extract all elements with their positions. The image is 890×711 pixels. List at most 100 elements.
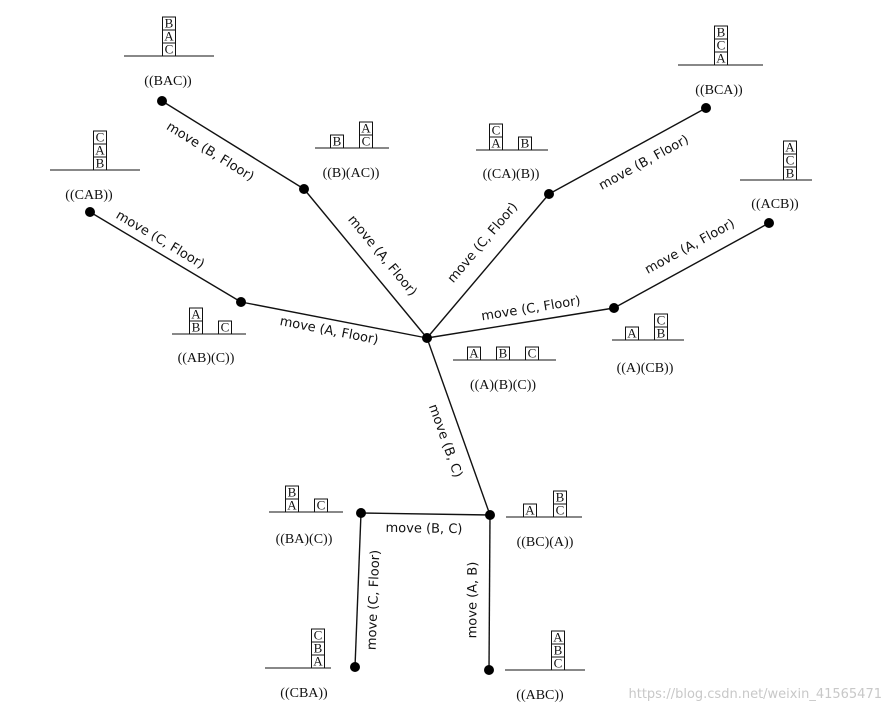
block-B: B [551,643,565,658]
block-C: C [654,313,668,328]
edge-cba [354,512,362,668]
block-letter: B [333,134,342,149]
block-letter: B [192,320,201,335]
state-node-dot [299,184,309,194]
state-label: ((CAB)) [65,188,113,203]
block-letter: C [314,628,323,643]
block-letter: A [785,140,795,155]
block-C: C [489,123,503,138]
state-node-dot [701,103,711,113]
state-label: ((BAC)) [144,74,192,89]
edge-abc [488,514,491,671]
state-abc: CBA ((ABC)) [505,630,585,703]
block-A: A [551,630,565,645]
watermark-text: https://blog.csdn.net/weixin_41565471 [628,687,882,702]
state-node-dot [356,508,366,518]
edge-cab [89,211,242,303]
edge-acb [613,222,770,309]
state-label: ((ABC)) [516,688,564,703]
state-node-dot [236,297,246,307]
state-label: ((A)(CB)) [617,361,674,376]
block-letter: A [164,29,174,44]
state-node-dot [609,303,619,313]
block-letter: B [554,643,563,658]
state-ca_b: ACB((CA)(B)) [476,123,548,182]
block-letter: C [362,134,371,149]
block-A: A [311,654,325,669]
block-C: C [314,498,328,513]
block-C: C [553,503,567,518]
edge-label: move (A, Floor) [344,213,419,300]
block-letter: A [716,51,726,66]
block-letter: B [786,166,795,181]
block-A: A [285,498,299,513]
state-cba: ABC((CBA)) [265,628,331,701]
block-letter: C [554,656,563,671]
block-B: B [189,320,203,335]
block-A: A [189,307,203,322]
block-letter: B [314,641,323,656]
block-A: A [625,326,639,341]
state-label: ((BCA)) [695,83,743,98]
block-letter: A [361,121,371,136]
block-A: A [93,143,107,158]
edge-label: move (C, Floor) [113,208,207,272]
state-label: ((ACB)) [751,197,799,212]
edge-b_ac [303,188,428,339]
state-bca: ACB ((BCA)) [678,25,763,98]
block-letter: A [553,630,563,645]
block-B: B [330,134,344,149]
block-B: B [162,16,176,31]
block-letter: C [165,42,174,57]
edge-ba_c [360,512,491,516]
block-letter: C [786,153,795,168]
block-letter: C [492,123,501,138]
state-bac: CAB ((BAC)) [124,16,214,89]
block-A: A [714,51,728,66]
block-C: C [714,38,728,53]
block-letter: B [96,156,105,171]
state-node-dot [422,333,432,343]
edge-bca [548,107,707,195]
edge-label: move (A, Floor) [642,216,737,277]
block-letter: B [521,136,530,151]
block-letter: A [469,346,479,361]
edges-layer: move (B, Floor)move (A, Floor)move (C, F… [89,100,770,671]
block-A: A [489,136,503,151]
block-B: B [714,25,728,40]
block-letter: A [313,654,323,669]
block-letter: C [317,498,326,513]
nodes-layer [85,96,774,675]
block-letter: A [627,326,637,341]
state-node-dot [484,665,494,675]
block-C: C [93,130,107,145]
state-acb: BCA ((ACB)) [740,140,812,212]
block-B: B [783,166,797,181]
block-letter: B [499,346,508,361]
edge-label: move (B, C) [385,521,462,537]
block-C: C [525,346,539,361]
edge-bac [161,100,305,190]
block-letter: A [491,136,501,151]
edge-ab_c [240,301,428,339]
block-letter: B [556,490,565,505]
state-ba_c: ABC((BA)(C)) [269,485,343,547]
edge-label: move (C, Floor) [445,200,521,286]
block-letter: C [96,130,105,145]
block-letter: C [528,346,537,361]
block-B: B [311,641,325,656]
block-A: A [359,121,373,136]
block-B: B [553,490,567,505]
block-C: C [311,628,325,643]
state-node-dot [764,218,774,228]
block-B: B [518,136,532,151]
edge-bc_a [426,337,491,516]
edge-label: move (A, B) [465,562,481,639]
state-cab: BAC ((CAB)) [50,130,140,203]
state-node-dot [485,510,495,520]
block-A: A [162,29,176,44]
